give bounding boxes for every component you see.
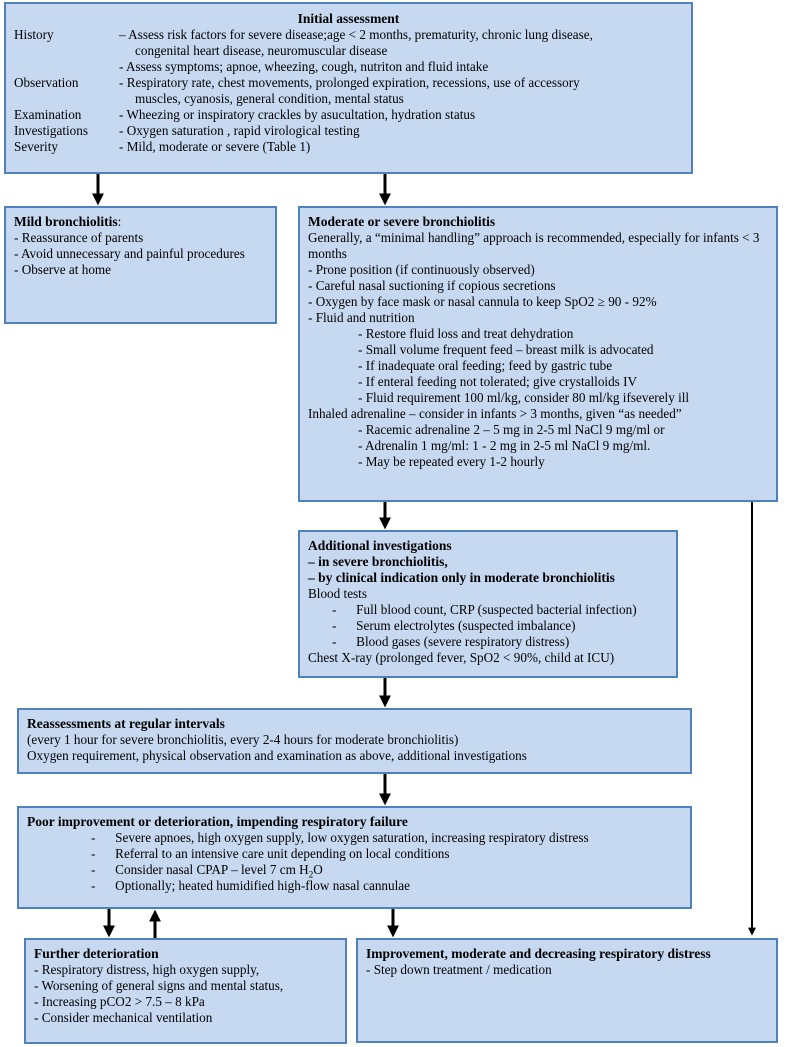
further-item: - Increasing pCO2 > 7.5 – 8 kPa <box>34 994 205 1009</box>
observation-label: Observation <box>14 75 79 90</box>
further-item: - Respiratory distress, high oxygen supp… <box>34 962 260 977</box>
mild-item: - Observe at home <box>14 262 112 277</box>
additional-title: Additional investigations <box>308 538 452 553</box>
mild-bronchiolitis-box: Mild bronchiolitis: - Reassurance of par… <box>4 206 277 324</box>
blood-tests-label: Blood tests <box>308 586 367 601</box>
adrenaline-item: - May be repeated every 1-2 hourly <box>358 454 545 469</box>
further-deterioration-box: Further deterioration - Respiratory dist… <box>24 938 347 1044</box>
poor-item: - Referral to an intensive care unit dep… <box>91 846 450 861</box>
poor-title: Poor improvement or deterioration, impen… <box>27 814 408 829</box>
initial-assessment-box: Initial assessment History – Assess risk… <box>4 2 693 174</box>
chest-xray-line: Chest X-ray (prolonged fever, SpO2 < 90%… <box>308 650 615 665</box>
history-line: congenital heart disease, neuromuscular … <box>135 43 388 58</box>
fluid-item: - If enteral feeding not tolerated; give… <box>358 374 638 389</box>
adrenaline-item: - Adrenalin 1 mg/ml: 1 - 2 mg in 2-5 ml … <box>358 438 651 453</box>
adrenaline-line: Inhaled adrenaline – consider in infants… <box>308 406 682 421</box>
mild-title: Mild bronchiolitis <box>14 214 118 229</box>
severity-row: Severity - Mild, moderate or severe (Tab… <box>14 139 683 155</box>
history-label: History <box>14 27 54 42</box>
poor-item: - Severe apnoes, high oxygen supply, low… <box>91 830 589 845</box>
further-item: - Worsening of general signs and mental … <box>34 978 284 993</box>
cpap-end: O <box>313 862 323 877</box>
additional-title: – in severe bronchiolitis, <box>308 554 448 569</box>
investigations-row: Investigations - Oxygen saturation , rap… <box>14 123 683 139</box>
moderate-intro: Generally, a “minimal handling” approach… <box>308 230 760 261</box>
history-line: - Assess symptoms; apnoe, wheezing, coug… <box>119 59 489 74</box>
adrenaline-item: - Racemic adrenaline 2 – 5 mg in 2-5 ml … <box>358 422 665 437</box>
examination-label: Examination <box>14 107 82 122</box>
moderate-item: - Prone position (if continuously observ… <box>308 262 535 277</box>
severity-label: Severity <box>14 139 58 154</box>
mild-title-colon: : <box>117 214 122 229</box>
observation-line: muscles, cyanosis, general condition, me… <box>135 91 404 106</box>
poor-item: - Optionally; heated humidified high-flo… <box>91 878 410 893</box>
mild-item: - Avoid unnecessary and painful procedur… <box>14 246 245 261</box>
fluid-item: - Small volume frequent feed – breast mi… <box>358 342 654 357</box>
poor-item: - Consider nasal CPAP – level 7 cm H2O <box>27 862 682 880</box>
moderate-severe-box: Moderate or severe bronchiolitis General… <box>298 206 778 502</box>
further-item: - Consider mechanical ventilation <box>34 1010 213 1025</box>
examination-line: - Wheezing or inspiratory crackles by as… <box>119 107 476 122</box>
history-row: History – Assess risk factors for severe… <box>14 27 683 75</box>
fluid-item: - If inadequate oral feeding; feed by ga… <box>358 358 613 373</box>
additional-investigations-box: Additional investigations – in severe br… <box>298 530 678 678</box>
moderate-item: - Careful nasal suctioning if copious se… <box>308 278 556 293</box>
observation-line: - Respiratory rate, chest movements, pro… <box>119 75 580 90</box>
moderate-item: - Oxygen by face mask or nasal cannula t… <box>308 294 657 309</box>
blood-test-item: - Serum electrolytes (suspected imbalanc… <box>332 618 576 633</box>
severity-line: - Mild, moderate or severe (Table 1) <box>119 139 311 154</box>
further-title: Further deterioration <box>34 946 159 961</box>
investigations-line: - Oxygen saturation , rapid virological … <box>119 123 360 138</box>
improvement-item: - Step down treatment / medication <box>366 962 552 977</box>
additional-title: – by clinical indication only in moderat… <box>308 570 615 585</box>
reassessment-title: Reassessments at regular intervals <box>27 716 225 731</box>
reassessment-line: Oxygen requirement, physical observation… <box>27 748 527 763</box>
reassessment-box: Reassessments at regular intervals (ever… <box>17 708 692 774</box>
history-line: – Assess risk factors for severe disease… <box>119 27 593 42</box>
moderate-item: - Fluid and nutrition <box>308 310 415 325</box>
poor-improvement-box: Poor improvement or deterioration, impen… <box>17 806 692 909</box>
improvement-box: Improvement, moderate and decreasing res… <box>356 938 778 1043</box>
blood-test-item: - Blood gases (severe respiratory distre… <box>332 634 570 649</box>
reassessment-line: (every 1 hour for severe bronchiolitis, … <box>27 732 459 747</box>
examination-row: Examination - Wheezing or inspiratory cr… <box>14 107 683 123</box>
observation-row: Observation - Respiratory rate, chest mo… <box>14 75 683 107</box>
fluid-item: - Fluid requirement 100 ml/kg, consider … <box>358 390 690 405</box>
investigations-label: Investigations <box>14 123 88 138</box>
mild-item: - Reassurance of parents <box>14 230 144 245</box>
moderate-title: Moderate or severe bronchiolitis <box>308 214 496 229</box>
cpap-subscript: 2 <box>308 869 314 880</box>
fluid-item: - Restore fluid loss and treat dehydrati… <box>358 326 574 341</box>
initial-assessment-title: Initial assessment <box>297 11 400 26</box>
improvement-title: Improvement, moderate and decreasing res… <box>366 946 711 961</box>
blood-test-item: - Full blood count, CRP (suspected bacte… <box>332 602 637 617</box>
cpap-text: - Consider nasal CPAP – level 7 cm H <box>91 862 309 877</box>
